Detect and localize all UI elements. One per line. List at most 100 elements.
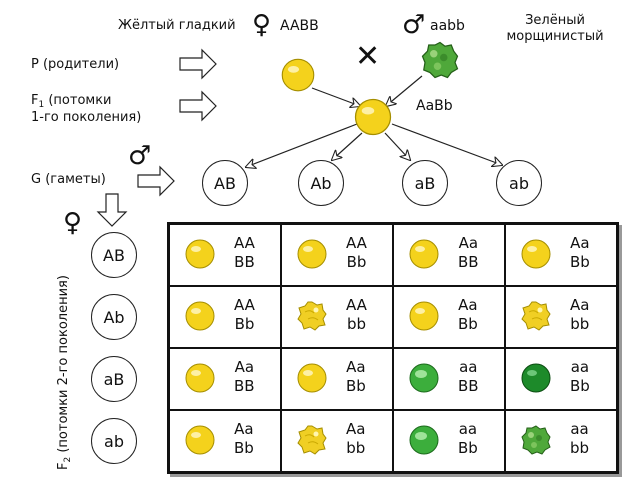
arrow-f1-to-AB xyxy=(246,123,358,167)
arrow-f1-to-ab xyxy=(391,123,502,165)
parent-right-genotype: aabb xyxy=(430,18,465,34)
genotype-line-b: Bb xyxy=(234,439,254,457)
f1-label-line1: F1 (потомки xyxy=(31,93,112,110)
genotype-line-b: BB xyxy=(234,253,255,271)
yellow-smooth-pea-icon xyxy=(521,239,551,269)
yellow-wrinkled-pea-icon xyxy=(521,301,551,331)
genotype-line-a: Aa xyxy=(458,234,479,252)
genotype-line-a: AA xyxy=(346,296,367,314)
genotype-line-a: aa xyxy=(570,358,590,376)
genotype-line-b: bb xyxy=(346,315,366,333)
genotype-line-a: aa xyxy=(458,420,478,438)
genotype-line-b: Bb xyxy=(570,253,590,271)
yellow-smooth-pea-icon xyxy=(185,363,215,393)
green-smooth-pea-icon xyxy=(409,363,439,393)
yellow-smooth-pea-icon xyxy=(185,425,215,455)
arrow-f1-to-Ab xyxy=(332,132,363,160)
genotype-line-b: Bb xyxy=(458,439,478,457)
genotype-line-b: Bb xyxy=(234,315,255,333)
parent-left-label: Жёлтый гладкий xyxy=(118,18,236,33)
female-down-arrow xyxy=(96,193,128,227)
genotype-line-b: BB xyxy=(458,377,479,395)
genotype-line-a: Aa xyxy=(570,296,590,314)
male-gamete-AB: AB xyxy=(202,160,248,206)
genotype-line-a: aa xyxy=(570,420,589,438)
f2-vertical-label: F2 (потомки 2-го поколения) xyxy=(56,275,73,470)
yellow-smooth-pea-icon xyxy=(185,239,215,269)
genotype-line-b: bb xyxy=(570,315,590,333)
genotype-line-a: Aa xyxy=(570,234,590,252)
genotype-line-a: AA xyxy=(234,296,255,314)
genotype-line-a: AA xyxy=(234,234,255,252)
female-gamete-Ab: Ab xyxy=(91,294,137,340)
arrow-f1-to-aB xyxy=(384,132,410,160)
male-gamete-ab: ab xyxy=(496,160,542,206)
male-gamete-aB: aB xyxy=(402,160,448,206)
genotype-line-b: bb xyxy=(346,439,366,457)
genotype-line-b: bb xyxy=(570,439,590,457)
g-label: G (гаметы) xyxy=(31,172,106,187)
male-symbol-parent: ♂ xyxy=(402,10,426,40)
male-symbol-gametes: ♂ xyxy=(128,141,152,171)
genotype-line-b: Bb xyxy=(458,315,478,333)
genotype-line-b: BB xyxy=(234,377,255,395)
g-block-arrow xyxy=(137,165,175,197)
female-gamete-ab: ab xyxy=(91,418,137,464)
genotype-line-a: Aa xyxy=(346,358,366,376)
genotype-line-a: Aa xyxy=(346,420,366,438)
arrow-right-parent-to-f1 xyxy=(386,75,423,106)
yellow-smooth-pea-icon xyxy=(297,239,327,269)
p-block-arrow xyxy=(179,48,217,80)
cross-symbol: ✕ xyxy=(355,39,381,74)
genotype-line-a: Aa xyxy=(234,420,254,438)
arrow-left-parent-to-f1 xyxy=(311,87,360,106)
genotype-line-b: BB xyxy=(458,253,479,271)
f1-genotype: AaBb xyxy=(416,98,453,114)
genotype-line-b: Bb xyxy=(346,377,366,395)
genotype-line-b: Bb xyxy=(570,377,590,395)
female-gamete-aB: aB xyxy=(91,356,137,402)
female-symbol-parent: ♀ xyxy=(252,10,272,40)
genotype-line-a: Aa xyxy=(234,358,255,376)
parent-left-genotype: AABB xyxy=(280,18,319,34)
yellow-wrinkled-pea-icon xyxy=(297,301,327,331)
p-label: P (родители) xyxy=(31,57,120,72)
f1-label-line2: 1-го поколения) xyxy=(31,110,142,125)
genotype-line-b: Bb xyxy=(346,253,367,271)
genotype-line-a: aa xyxy=(459,358,478,376)
yellow-smooth-pea-icon xyxy=(409,239,439,269)
dark-green-smooth-pea-icon xyxy=(521,363,551,393)
parent-right-label: Зелёный морщинистый xyxy=(506,13,604,44)
f1-block-arrow xyxy=(179,90,217,122)
green-wrinkled-pea-icon xyxy=(421,41,459,79)
yellow-wrinkled-pea-icon xyxy=(297,425,327,455)
